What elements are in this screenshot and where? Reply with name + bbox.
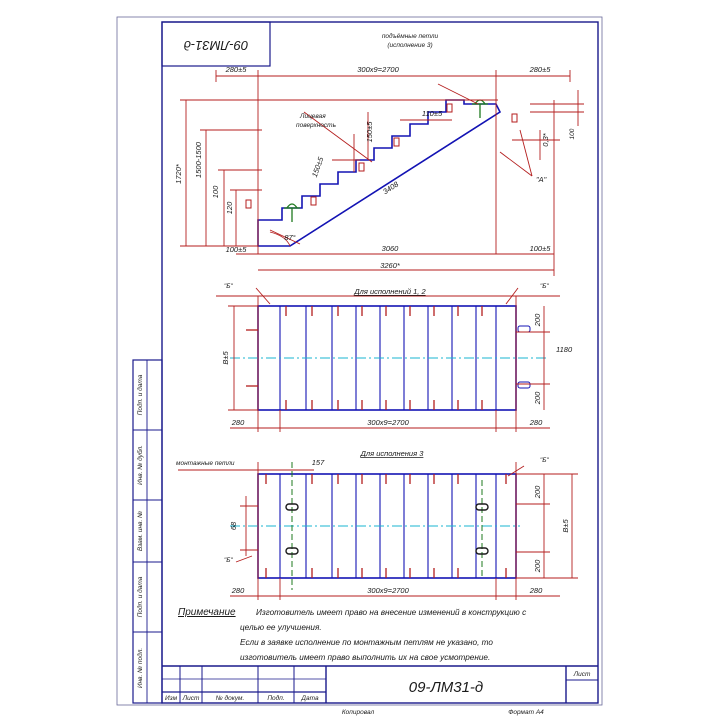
dim-100-right: 100 (569, 128, 576, 139)
label-lift-loops-sub: (исполнение 3) (387, 42, 432, 49)
dim-step-w: 110±5 (422, 109, 443, 118)
plan1-dim-200-top: 200 (533, 313, 542, 327)
plan1-dim-span: 300х9=2700 (367, 418, 409, 427)
plan3-mount-loops (285, 503, 489, 555)
title-header-date: Дата (300, 695, 319, 702)
plan3-title: Для исполнения 3 (360, 449, 425, 458)
plan3-dim-157: 157 (312, 458, 325, 467)
plan1-label-b-right: "Б" (540, 283, 550, 290)
stair-elevation (245, 99, 518, 247)
dim-step-h: 150±5 (365, 121, 374, 143)
title-format: Формат А4 (508, 709, 544, 716)
note-heading: Примечание (178, 607, 236, 618)
note-block: Примечание Изготовитель имеет право на в… (178, 607, 526, 662)
plan-variant-1-2: Для исполнений 1, 2 "Б" "Б" В±5 200 1180… (216, 283, 573, 432)
title-block (162, 665, 598, 703)
side-stamp-2: Инв. № дубл. (136, 445, 144, 485)
code-stamp: 09-ЛМ31-д (161, 21, 271, 67)
dim-120: 120 (225, 201, 234, 214)
stair-profile (257, 99, 502, 247)
dim-100-bottom-left: 100±5 (226, 245, 248, 254)
lift-loop-left (284, 203, 300, 222)
dim-top-span: 300х9=2700 (357, 65, 399, 74)
elevation-labels: 280±5 300х9=2700 280±5 подъёмные петли (… (174, 32, 576, 270)
plan3-label-b-right: "Б" (540, 457, 550, 464)
side-stamp-1: Подп. и дата (136, 374, 144, 415)
dim-angle: 87° (284, 233, 295, 242)
plan3-loop-axes (291, 462, 483, 590)
dim-left-top: 280±5 (225, 65, 248, 74)
dim-angle-a: 0,3* (541, 132, 550, 146)
note-line-2: целью ее улучшения. (240, 623, 322, 632)
plan3-dim-68: 68 (229, 521, 238, 530)
plan1-anchors (517, 325, 531, 389)
plan1-label-b-left: "Б" (224, 283, 234, 290)
dim-100-bottom-right: 100±5 (530, 244, 552, 253)
side-stamp-4: Подп. и дата (136, 576, 144, 617)
side-stamp-3: Взам. инв. № (137, 511, 144, 551)
plan1-dim-280-right: 280 (529, 418, 543, 427)
plan1-dim-200-bottom: 200 (533, 391, 542, 405)
code-stamp-text: 09-ЛМ31-д (184, 38, 249, 53)
label-face-sub: поверхность (296, 122, 337, 129)
plan-variant-3: Для исполнения 3 монтажные петли 157 "Б"… (176, 449, 578, 600)
dim-3060: 3060 (382, 244, 400, 253)
title-header-sheet: Лист (182, 695, 200, 702)
title-copied: Копировал (342, 709, 375, 716)
dim-right-top: 280±5 (529, 65, 552, 74)
sheet-border (116, 16, 603, 706)
label-a: "А" (536, 175, 547, 184)
dim-height-total: 1720* (174, 163, 183, 184)
title-header-doc: № докум. (216, 694, 245, 702)
plan1-dimensions (216, 287, 560, 432)
stair-underside (289, 111, 501, 247)
plan3-dim-200-top: 200 (533, 485, 542, 499)
dim-3260: 3260* (380, 261, 401, 270)
dim-height-range: 1500-1500 (194, 141, 203, 178)
title-header-sign: Подп. (267, 694, 284, 702)
label-face: Лицевая (299, 113, 326, 120)
dim-100-left: 100 (211, 185, 220, 198)
plan3-dim-span: 300х9=2700 (367, 586, 409, 595)
plan3-dimensions (178, 462, 578, 600)
note-line-4: изготовитель имеет право выполнить их на… (240, 653, 490, 662)
elevation-dimensions (180, 70, 584, 276)
embedded-plates (245, 103, 518, 209)
plan1-title: Для исполнений 1, 2 (353, 287, 426, 296)
title-sheet-label: Лист (573, 671, 591, 678)
plan3-dim-280-right: 280 (529, 586, 543, 595)
plan3-marks (265, 474, 507, 578)
plan1-dim-1180: 1180 (556, 345, 573, 354)
plan3-dim-200-bottom: 200 (533, 559, 542, 573)
note-line-1: Изготовитель имеет право на внесение изм… (256, 608, 526, 617)
title-header-rev: Изм (165, 695, 178, 702)
plan3-dim-280-left: 280 (231, 586, 245, 595)
plan3-label-mount-loops: монтажные петли (176, 460, 235, 467)
plan1-marks (246, 306, 483, 410)
dim-len-diag: 3408 (381, 179, 401, 196)
plan3-label-b-left: "Б" (224, 557, 234, 564)
label-lift-loops: подъёмные петли (382, 32, 439, 40)
side-stamp: Подп. и дата Инв. № дубл. Взам. инв. № П… (132, 359, 163, 704)
plan3-dim-height: В±5 (561, 519, 570, 533)
plan1-dim-280-left: 280 (231, 418, 245, 427)
side-stamp-5: Инв. № подл. (136, 648, 144, 689)
plan1-dim-height: В±5 (221, 351, 230, 365)
note-line-3: Если в заявке исполнение по монтажным пе… (240, 638, 493, 647)
dim-tread: 150±5 (310, 155, 326, 178)
title-drawing-code: 09-ЛМ31-д (409, 679, 483, 696)
